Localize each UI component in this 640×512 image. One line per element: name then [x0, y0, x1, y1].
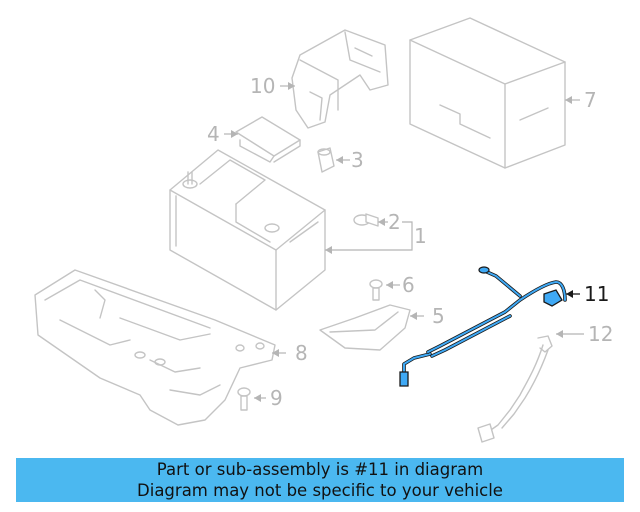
arrow-12: [556, 330, 563, 338]
arrow-9: [254, 394, 261, 402]
part-4-cover: [235, 116, 301, 163]
part-1-battery: [169, 149, 326, 311]
part-7-battery-cover: [409, 17, 566, 169]
callout-11: 11: [584, 282, 609, 306]
callout-5: 5: [432, 304, 445, 328]
arrow-11: [566, 290, 573, 298]
arrow-7: [565, 96, 572, 104]
callout-1: 1: [414, 224, 427, 248]
part-2-bolt: [353, 213, 379, 227]
leader-1: [325, 221, 413, 251]
info-banner: Part or sub-assembly is #11 in diagram D…: [16, 458, 624, 502]
part-10-bracket: [291, 29, 389, 129]
part-3-cap: [317, 147, 335, 173]
arrow-2: [378, 218, 385, 226]
arrow-10: [288, 82, 295, 90]
arrow-6: [386, 281, 393, 289]
part-6-bolt: [369, 279, 383, 301]
callout-12: 12: [588, 322, 613, 346]
arrow-5: [410, 312, 417, 320]
callout-3: 3: [351, 148, 364, 172]
part-12-cable: [477, 335, 553, 443]
banner-line-disclaimer: Diagram may not be specific to your vehi…: [137, 481, 503, 500]
part-11-cable-highlighted: [399, 266, 567, 387]
parts-diagram: 7 10 4 3 1: [34, 17, 613, 443]
part-8-battery-tray: [34, 269, 276, 426]
callout-2: 2: [388, 210, 401, 234]
arrow-8: [272, 349, 279, 357]
callout-4: 4: [207, 122, 220, 146]
callout-8: 8: [295, 341, 308, 365]
callout-7: 7: [584, 88, 597, 112]
arrow-4: [231, 130, 238, 138]
part-9-bolt: [237, 387, 251, 411]
arrow-1: [325, 246, 332, 254]
arrow-3: [336, 156, 343, 164]
callout-9: 9: [270, 386, 283, 410]
banner-line-part: Part or sub-assembly is #11 in diagram: [156, 460, 484, 479]
callout-10: 10: [250, 74, 275, 98]
part-5-bracket: [319, 304, 411, 351]
callout-6: 6: [402, 273, 415, 297]
